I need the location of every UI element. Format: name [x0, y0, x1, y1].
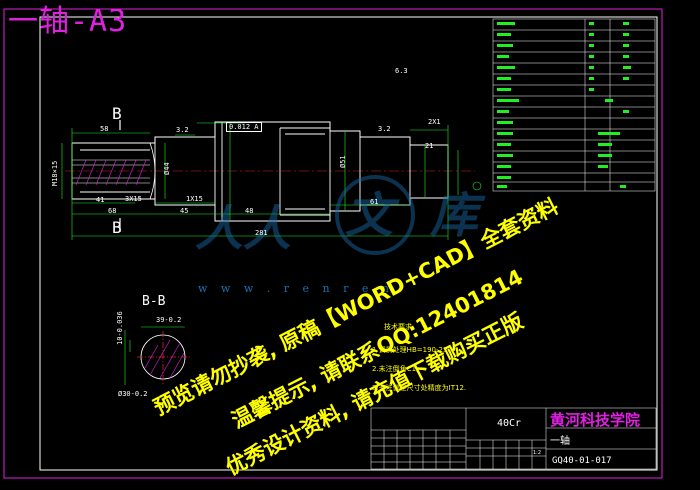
section-bb [137, 331, 190, 384]
note-item: 1.调质处理HB=190-230; [372, 346, 455, 354]
break-curve [149, 142, 156, 200]
dimension-lines [61, 122, 459, 240]
roughness-3: 6.3 [395, 67, 408, 75]
dim-51: Ø51 [339, 155, 347, 168]
section-view-label: B-B [142, 294, 166, 309]
roughness-2: 3.2 [378, 125, 391, 133]
drawing-title: 一轴-A3 [8, 4, 128, 39]
dim-44: Ø44 [163, 162, 171, 175]
material-text: 40Cr [497, 418, 522, 429]
tolerance-box: 0.012 A [226, 122, 262, 132]
scale-text: 1:2 [533, 450, 542, 456]
datum-a-circle [472, 181, 482, 191]
dim-1x15: 1X15 [186, 195, 203, 203]
dim-30: Ø30-0.2 [118, 390, 148, 398]
section-label-top: B [112, 104, 122, 123]
notes-title: 技术要求 [384, 323, 412, 331]
dim-281: 281 [255, 229, 268, 237]
dim-10: 10-0.036 [116, 311, 124, 345]
dim-58: 58 [100, 125, 109, 133]
svg-text:库: 库 [429, 188, 486, 244]
site-logo-watermark: 人人 文 库 [195, 175, 486, 257]
dim-3x15: 3X15 [125, 195, 142, 203]
svg-text:人人: 人人 [195, 201, 291, 257]
title-block [370, 407, 657, 470]
part-name: 一轴 [550, 436, 570, 447]
dim-68: 68 [108, 207, 117, 215]
note-item: 3.未注偏差尺寸处精度为IT12. [372, 384, 467, 392]
hatched-section [72, 159, 150, 186]
parameter-table [492, 18, 656, 192]
website-watermark: w w w . r e n r e n [198, 282, 394, 295]
dim-48: 48 [245, 207, 254, 215]
section-label-bottom: B [112, 218, 122, 237]
dim-21: 21 [425, 142, 434, 150]
dim-2x1: 2X1 [428, 118, 441, 126]
dim-45: 45 [180, 207, 189, 215]
inner-frame [39, 16, 658, 471]
dim-61: 61 [370, 198, 379, 206]
section-bb-hatch [144, 339, 185, 379]
roughness-1: 3.2 [176, 126, 189, 134]
svg-text:文: 文 [345, 188, 400, 244]
outer-border [3, 8, 663, 479]
school-name: 黄河科技学院 [550, 411, 641, 429]
note-item: 2.未注倒角C1; [372, 365, 419, 373]
dim-m18: M18×15 [51, 160, 59, 186]
drawing-number: GQ40-01-017 [552, 456, 612, 466]
dim-39: 39-0.2 [156, 316, 182, 324]
technical-notes: 技术要求 1.调质处理HB=190-230; 2.未注倒角C1; 3.未注偏差尺… [372, 322, 466, 393]
parameter-table-glyphs [497, 22, 631, 188]
dim-41: 41 [96, 196, 105, 204]
